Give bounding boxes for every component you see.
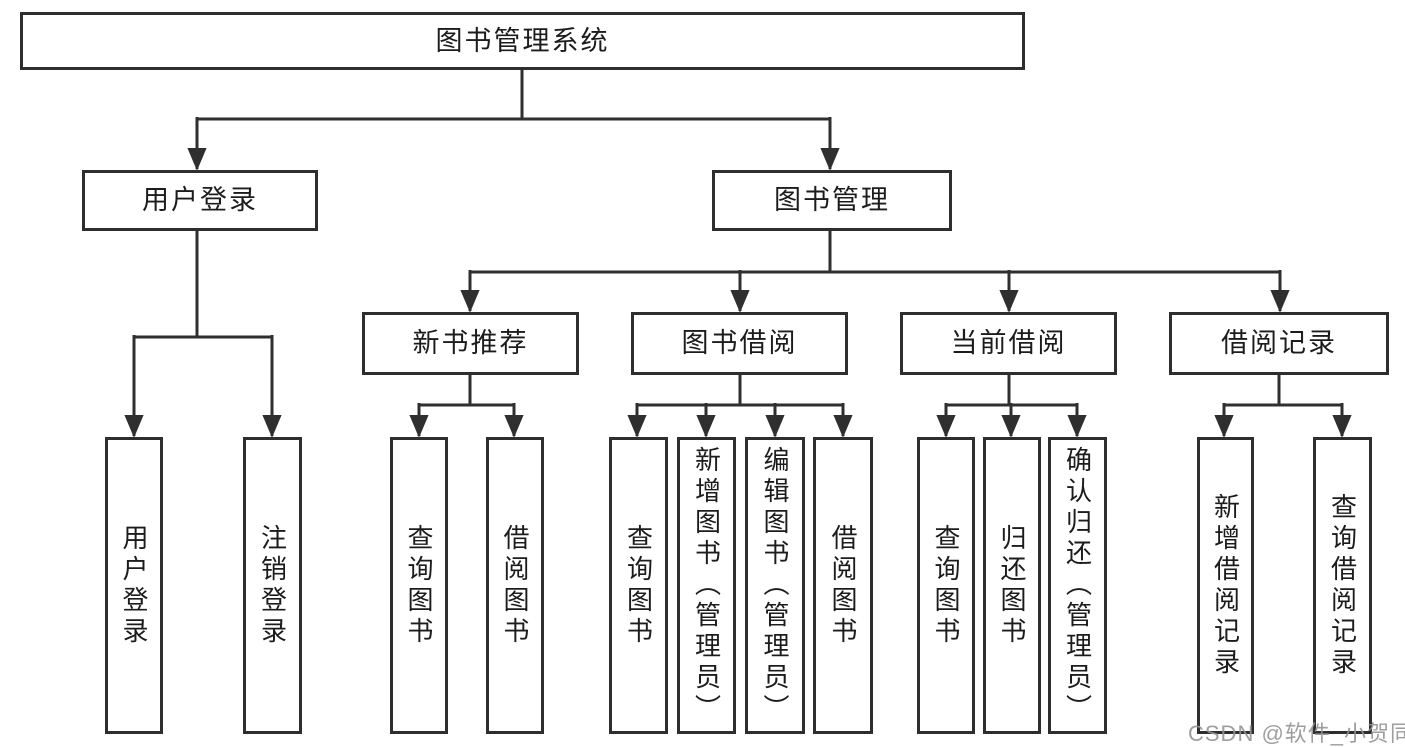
leaf-query-books-recommend: 查询图书 [390,437,448,734]
connector-book-mgmt-to-groups [460,229,1290,313]
leaf-user-login-label: 用户登录 [119,523,149,648]
leaf-add-books-admin-label: 新增图书（管理员） [691,446,722,725]
leaf-return-books: 归还图书 [983,437,1041,734]
leaf-borrow-books-recommend: 借阅图书 [486,437,544,734]
connector-borrow-records-children [1214,372,1352,438]
connector-book-borrow-children [627,372,853,438]
connector-user-login-children [124,229,282,438]
leaf-user-login: 用户登录 [105,437,163,734]
leaf-borrow-books-borrowing: 借阅图书 [813,437,873,734]
leaf-confirm-return-admin: 确认归还（管理员） [1048,437,1107,734]
leaf-query-books-current: 查询图书 [917,437,975,734]
leaf-add-books-admin: 新增图书（管理员） [677,437,736,734]
node-book-borrowing-label: 图书借阅 [681,328,798,358]
node-new-book-recommendation-label: 新书推荐 [412,328,529,358]
leaf-logout: 注销登录 [243,437,302,734]
watermark-text: CSDN @软件_小贺同学 [1188,721,1405,746]
node-book-management: 图书管理 [712,170,952,231]
node-borrowing-records: 借阅记录 [1169,312,1389,375]
node-book-management-label: 图书管理 [774,185,890,215]
node-user-login: 用户登录 [82,170,318,231]
leaf-add-borrow-record-label: 新增借阅记录 [1210,492,1241,679]
node-user-login-label: 用户登录 [142,185,258,215]
node-borrowing-records-label: 借阅记录 [1221,328,1337,358]
leaf-query-books-borrowing: 查询图书 [609,437,668,734]
leaf-confirm-return-admin-label: 确认归还（管理员） [1062,446,1093,725]
leaf-logout-label: 注销登录 [257,523,288,648]
leaf-query-books-borrowing-label: 查询图书 [623,523,654,648]
leaf-return-books-label: 归还图书 [997,523,1027,648]
connector-new-books-children [409,372,524,438]
leaf-query-books-current-label: 查询图书 [931,523,961,648]
node-library-management-system: 图书管理系统 [20,12,1025,70]
connector-root-to-level2 [187,68,840,171]
leaf-edit-books-admin: 编辑图书（管理员） [745,437,805,734]
leaf-edit-books-admin-label: 编辑图书（管理员） [760,446,790,725]
leaf-borrow-books-recommend-label: 借阅图书 [500,523,530,648]
node-book-borrowing: 图书借阅 [631,312,848,375]
leaf-query-borrow-record-label: 查询借阅记录 [1327,492,1358,679]
node-current-borrowing-label: 当前借阅 [950,328,1067,358]
connector-current-borrow-children [936,372,1087,438]
node-new-book-recommendation: 新书推荐 [362,312,579,375]
leaf-query-books-recommend-label: 查询图书 [404,523,434,648]
node-library-management-system-label: 图书管理系统 [435,25,610,56]
leaf-borrow-books-borrowing-label: 借阅图书 [828,523,858,648]
leaf-query-borrow-record: 查询借阅记录 [1313,437,1372,734]
node-current-borrowing: 当前借阅 [900,312,1117,375]
leaf-add-borrow-record: 新增借阅记录 [1197,437,1254,734]
